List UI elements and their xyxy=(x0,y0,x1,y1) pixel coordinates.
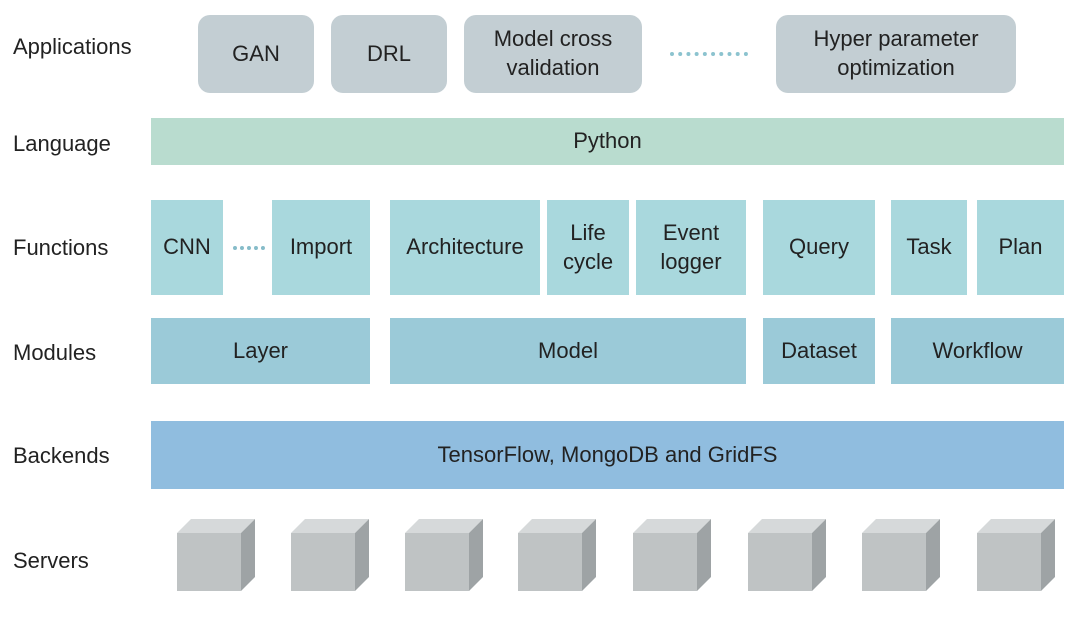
function-query: Query xyxy=(763,200,875,295)
row-label-servers: Servers xyxy=(13,548,89,573)
app-drl: DRL xyxy=(331,15,447,93)
module-dataset: Dataset xyxy=(763,318,875,384)
functions-ellipsis xyxy=(233,246,265,250)
server-cube-icon xyxy=(405,519,483,591)
language-python: Python xyxy=(151,118,1064,165)
app-gan: GAN xyxy=(198,15,314,93)
server-cube-icon xyxy=(518,519,596,591)
function-import: Import xyxy=(272,200,370,295)
function-task: Task xyxy=(891,200,967,295)
row-label-language: Language xyxy=(13,131,111,156)
row-label-modules: Modules xyxy=(13,340,97,365)
module-model: Model xyxy=(390,318,746,384)
function-plan: Plan xyxy=(977,200,1064,295)
applications-ellipsis xyxy=(670,52,748,56)
server-cube-icon xyxy=(977,519,1055,591)
server-cube-icon xyxy=(633,519,711,591)
function-cnn: CNN xyxy=(151,200,223,295)
row-label-functions: Functions xyxy=(13,235,109,260)
backends-bar: TensorFlow, MongoDB and GridFS xyxy=(151,421,1064,489)
row-label-applications: Applications xyxy=(13,34,132,59)
module-layer: Layer xyxy=(151,318,370,384)
server-cube-icon xyxy=(177,519,255,591)
server-cube-icon xyxy=(862,519,940,591)
row-label-backends: Backends xyxy=(13,443,110,468)
function-event-logger: Event logger xyxy=(636,200,746,295)
module-workflow: Workflow xyxy=(891,318,1064,384)
app-hyper-parameter-optimization: Hyper parameter optimization xyxy=(776,15,1016,93)
server-cube-icon xyxy=(291,519,369,591)
function-life-cycle: Life cycle xyxy=(547,200,629,295)
server-cube-icon xyxy=(748,519,826,591)
function-architecture: Architecture xyxy=(390,200,540,295)
app-model-cross-validation: Model cross validation xyxy=(464,15,642,93)
